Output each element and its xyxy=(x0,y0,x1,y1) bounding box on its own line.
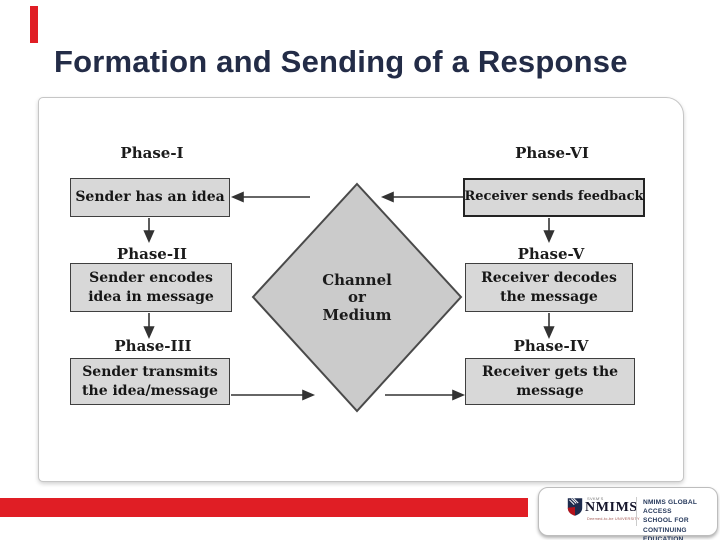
sender-encodes-text-line2: idea in message xyxy=(88,288,214,305)
receiver-feedback-text: Receiver sends feedback xyxy=(464,189,644,205)
logo-unit-text: NMIMS GLOBAL ACCESS SCHOOL FOR CONTINUIN… xyxy=(643,498,717,540)
receiver-gets-text-line2: message xyxy=(516,382,584,399)
sender-encodes-text-line1: Sender encodes xyxy=(89,270,213,287)
sender-transmits-box: Sender transmits the idea/message xyxy=(70,358,230,405)
logo-svkm-text: SVKM'S xyxy=(587,496,604,501)
phase-5-label: Phase-V xyxy=(517,245,585,263)
logo-nmims-text: NMIMS xyxy=(585,500,638,515)
receiver-decodes-text-line1: Receiver decodes xyxy=(481,270,617,287)
sender-transmits-text-line2: the idea/message xyxy=(82,382,218,399)
slide-title: Formation and Sending of a Response xyxy=(54,44,628,79)
diamond-line-2: or xyxy=(348,288,366,307)
phase-6-label: Phase-VI xyxy=(515,144,589,162)
receiver-decodes-box: Receiver decodes the message xyxy=(465,263,633,312)
nmims-shield-icon xyxy=(567,497,583,516)
receiver-decodes-text-line2: the message xyxy=(500,288,598,305)
phase-3-label: Phase-III xyxy=(114,337,192,355)
sender-transmits-text-line1: Sender transmits xyxy=(82,364,218,381)
logo-deemed-text: Deemed-to-be UNIVERSITY xyxy=(587,516,640,521)
logo-unit-line1: NMIMS GLOBAL ACCESS xyxy=(643,499,697,516)
top-left-red-accent-bar xyxy=(30,6,38,43)
phase-1-label: Phase-I xyxy=(120,144,184,162)
logo-divider xyxy=(636,497,637,526)
sender-has-idea-text: Sender has an idea xyxy=(75,189,225,206)
channel-diamond-label: Channel or Medium xyxy=(307,271,407,324)
diamond-line-3: Medium xyxy=(322,305,392,324)
sender-encodes-box: Sender encodes idea in message xyxy=(70,263,232,312)
diamond-line-1: Channel xyxy=(322,271,392,289)
bottom-red-bar xyxy=(0,498,528,517)
nmims-logo-card: SVKM'S NMIMS Deemed-to-be UNIVERSITY NMI… xyxy=(538,487,718,540)
phase-4-label: Phase-IV xyxy=(513,337,589,355)
receiver-feedback-box: Receiver sends feedback xyxy=(463,178,645,217)
logo-unit-line3: CONTINUING EDUCATION xyxy=(643,526,687,540)
phase-2-label: Phase-II xyxy=(116,245,188,263)
sender-has-idea-box: Sender has an idea xyxy=(70,178,230,217)
logo-unit-line2: SCHOOL FOR xyxy=(643,517,689,525)
receiver-gets-box: Receiver gets the message xyxy=(465,358,635,405)
receiver-gets-text-line1: Receiver gets the xyxy=(481,364,619,381)
